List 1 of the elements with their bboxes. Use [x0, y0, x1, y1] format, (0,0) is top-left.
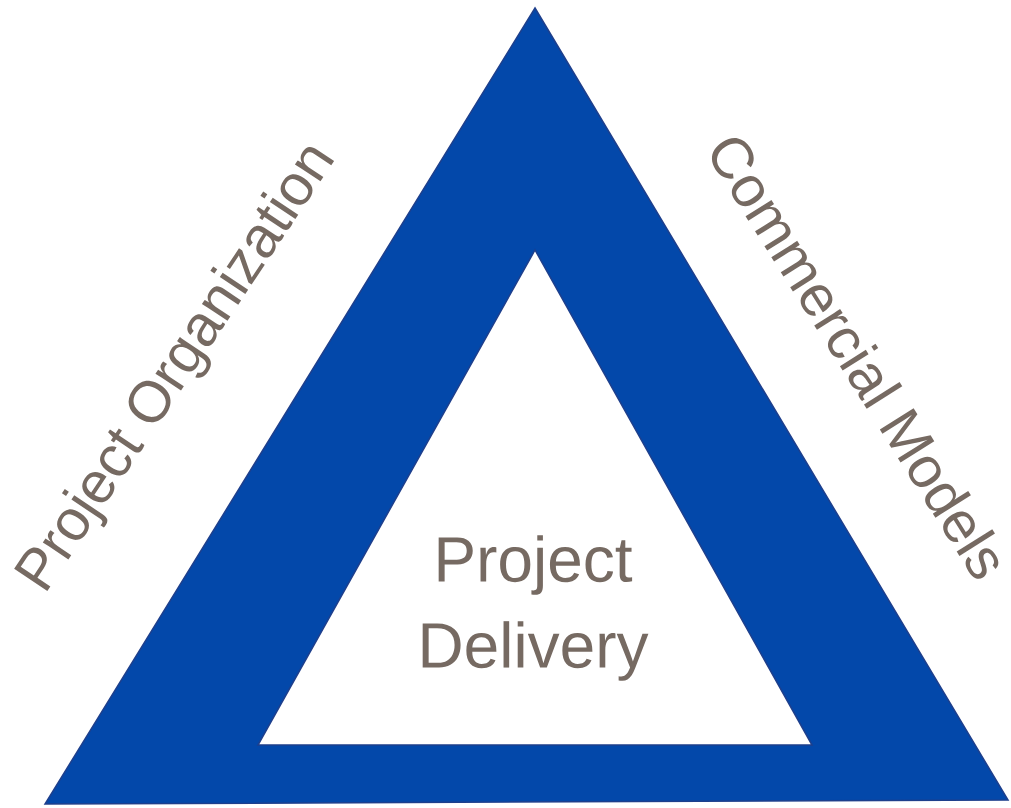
center-text: Project Delivery: [422, 535, 649, 681]
